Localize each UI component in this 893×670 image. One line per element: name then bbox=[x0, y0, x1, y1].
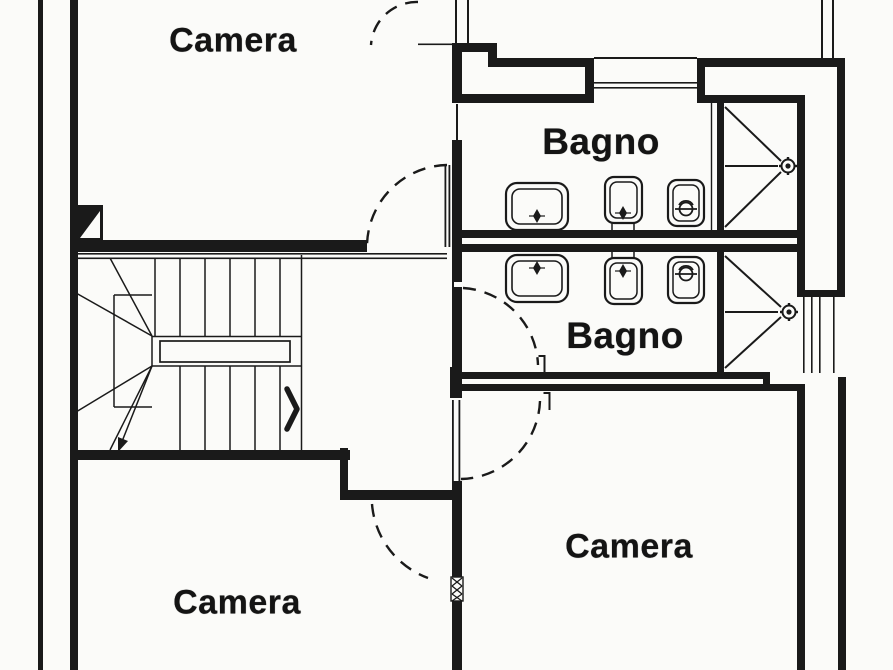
tap-icon bbox=[529, 261, 545, 275]
tap-icon bbox=[529, 209, 545, 223]
bagno-bottom-walls bbox=[450, 355, 805, 410]
washbasin-bottom bbox=[504, 253, 570, 304]
door-arc-camera-br bbox=[460, 400, 542, 481]
shower-bottom bbox=[717, 252, 798, 374]
left-walls bbox=[70, 0, 78, 670]
wall-section-symbol bbox=[70, 205, 103, 242]
door-swing-arcs bbox=[365, 0, 542, 580]
shower-drain-icon bbox=[780, 303, 798, 321]
room-label-camera-bottom-right: Camera bbox=[565, 527, 693, 566]
washbasin-top bbox=[504, 181, 570, 232]
shower-drain-icon bbox=[779, 157, 797, 175]
wc-top bbox=[603, 175, 644, 230]
right-window bbox=[803, 297, 835, 373]
bidet-tap-icon bbox=[675, 199, 697, 217]
bidet-top bbox=[666, 178, 706, 228]
bidet-bottom bbox=[666, 255, 706, 305]
camera-tl-bottom-wall bbox=[70, 240, 447, 260]
stair-cut-chevron bbox=[284, 386, 300, 432]
room-label-bagno-top: Bagno bbox=[542, 121, 660, 162]
room-label-bagno-middle: Bagno bbox=[566, 315, 684, 356]
camera-br-door-leaf bbox=[452, 400, 461, 481]
tap-icon bbox=[615, 206, 631, 220]
staircase bbox=[75, 255, 303, 452]
camera-tl-door-leaf bbox=[444, 165, 451, 247]
bagno-divider-walls bbox=[452, 230, 805, 252]
wc-bottom bbox=[603, 252, 644, 306]
central-spine-wall bbox=[452, 43, 462, 670]
door-arc-camera-tl bbox=[365, 163, 448, 246]
top-wall-block-left bbox=[452, 43, 594, 103]
camera-bl-walls bbox=[70, 448, 458, 500]
stair-direction-arrow bbox=[118, 437, 128, 452]
shower-top bbox=[710, 103, 797, 231]
room-label-camera-bottom-left: Camera bbox=[173, 583, 301, 622]
top-window bbox=[594, 57, 697, 89]
tap-icon bbox=[615, 264, 631, 278]
top-door-leaf bbox=[418, 0, 469, 46]
bottom-right-walls bbox=[797, 377, 846, 670]
door-arc-bagno-mid bbox=[462, 286, 540, 366]
top-wall-block-right bbox=[697, 58, 845, 297]
room-label-camera-top-left: Camera bbox=[169, 21, 297, 60]
door-arc-top-landing bbox=[369, 0, 419, 46]
bidet-tap-icon bbox=[675, 264, 697, 282]
top-right-wall-stubs bbox=[821, 0, 834, 58]
outer-boundary-wall bbox=[38, 0, 43, 670]
spine-hatched-window bbox=[450, 576, 464, 602]
door-arc-camera-bl bbox=[370, 503, 429, 580]
